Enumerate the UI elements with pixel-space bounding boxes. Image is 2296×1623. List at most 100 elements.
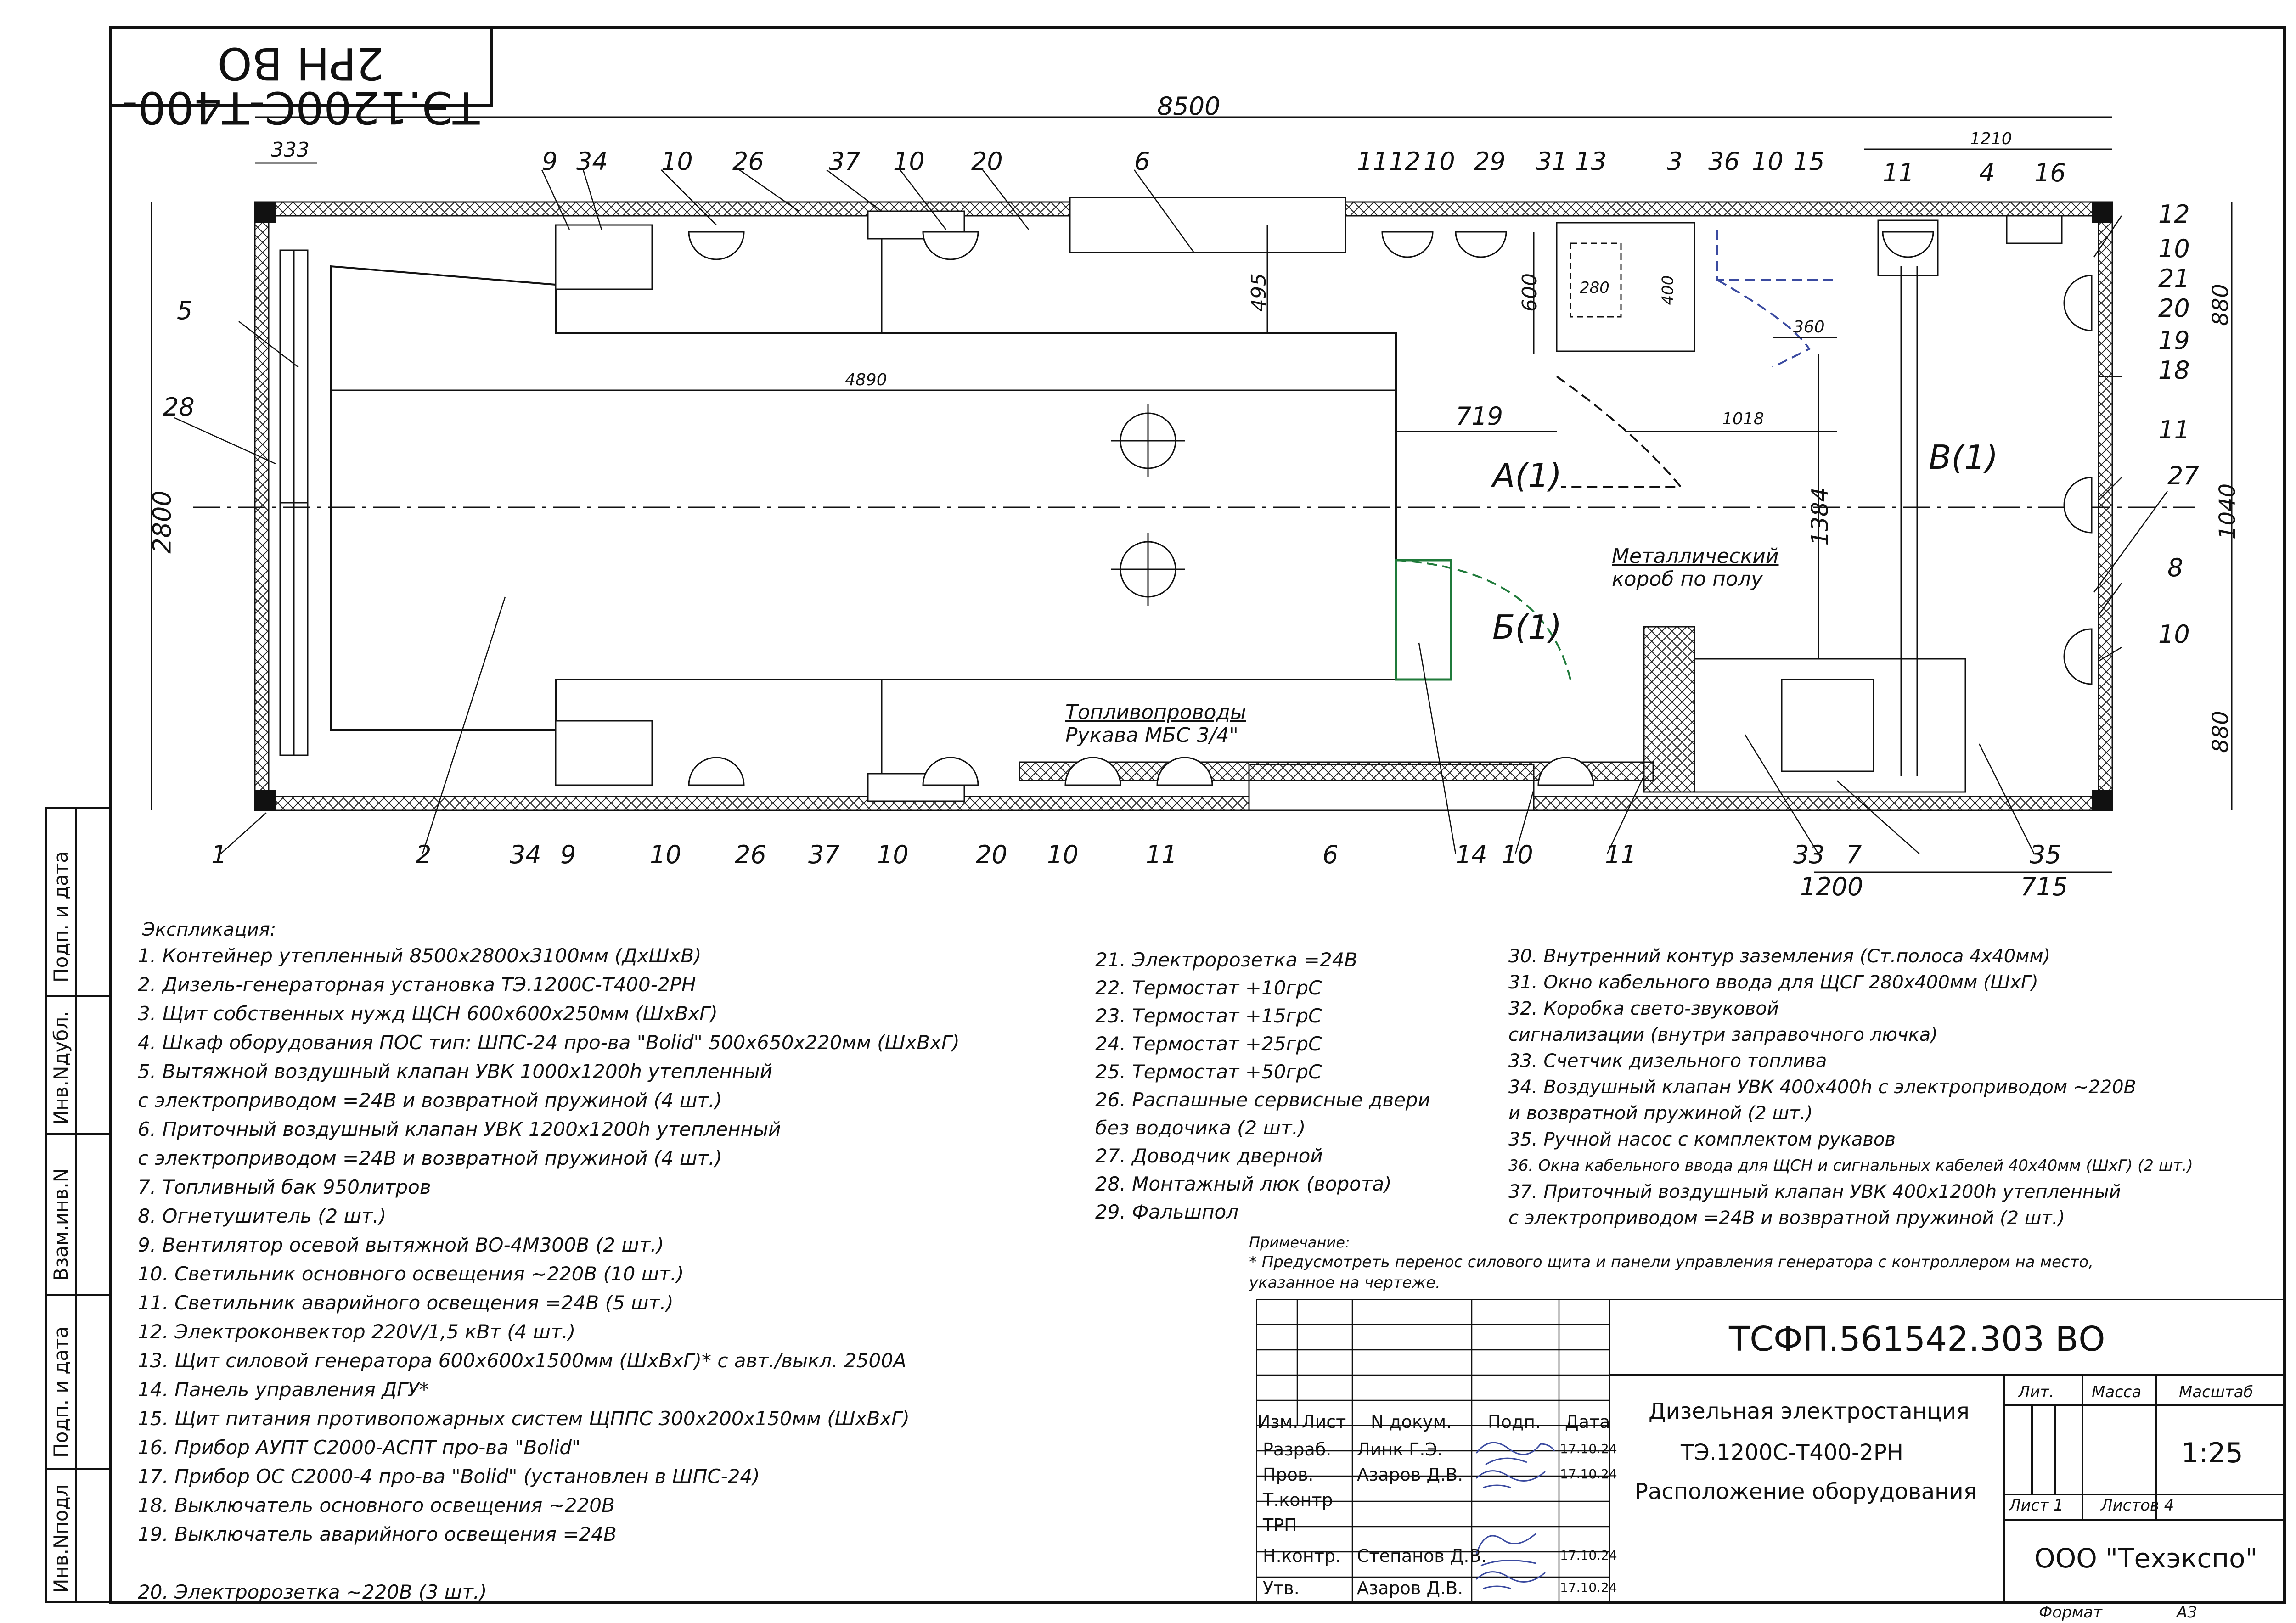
fuel-note-line2: Рукава МБС 3/4": [1065, 724, 1238, 747]
sheets-total: Листов 4: [2101, 1496, 2174, 1515]
cable-window: [1570, 242, 1622, 318]
leader-lines: [174, 169, 2168, 854]
leader-bottom-1: 1: [211, 840, 227, 869]
dim-1210: 1210: [1970, 129, 2012, 148]
expl-item: 9. Вентилятор осевой вытяжной ВО-4М300В …: [138, 1234, 664, 1256]
leader-bottom-37: 37: [808, 840, 840, 869]
view-v: В(1): [1929, 438, 1998, 477]
leader-bottom-10a: 10: [650, 840, 681, 869]
leader-bottom-11a: 11: [1146, 840, 1177, 869]
dim-1384: 1384: [1806, 487, 1834, 546]
explication-col3: 30. Внутренний контур заземления (Ст.пол…: [1508, 943, 2193, 1231]
leader-bottom-26: 26: [735, 840, 766, 869]
expl-item: 31. Окно кабельного ввода для ЩСГ 280х40…: [1508, 972, 2038, 993]
expl-item: с электроприводом =24В и возвратной пруж…: [1508, 1207, 2065, 1229]
expl-item: 3. Щит собственных нужд ЩСН 600х600х250м…: [138, 1002, 718, 1025]
expl-item: 10. Светильник основного освещения ~220В…: [138, 1263, 684, 1285]
note-title: Примечание:: [1249, 1234, 1350, 1251]
side-podp-data-2: Подп. и дата: [50, 1326, 72, 1458]
leader-top-10c: 10: [1424, 147, 1455, 176]
doc-name-line2: ТЭ.1200С-Т400-2РН: [1681, 1440, 1903, 1466]
expl-item: 7. Топливный бак 950литров: [138, 1176, 431, 1198]
signatures: [1475, 1442, 1555, 1589]
leader-left-28: 28: [163, 393, 195, 421]
expl-item: 11. Светильник аварийного освещения =24В…: [138, 1292, 674, 1314]
leader-top-36: 36: [1708, 147, 1740, 176]
expl-item: сигнализации (внутри заправочного лючка): [1508, 1024, 1938, 1045]
stamp-box: [109, 26, 493, 107]
expl-item: 2. Дизель-генераторная установка ТЭ.1200…: [138, 973, 696, 996]
leader-right-10b: 10: [2158, 620, 2190, 649]
leader-top-26: 26: [732, 147, 764, 176]
side-stamp: [45, 807, 111, 1603]
expl-item: 12. Электроконвектор 220V/1,5 кВт (4 шт.…: [138, 1320, 576, 1343]
expl-item: 22. Термостат +10грС: [1095, 977, 1322, 999]
leader-bottom-11b: 11: [1605, 840, 1637, 869]
side-vzam: Взам.инв.N: [50, 1168, 72, 1281]
leader-bottom-14: 14: [1456, 840, 1487, 869]
expl-item: 37. Приточный воздушный клапан УВК 400х1…: [1508, 1181, 2121, 1202]
hdr-izm: Изм.: [1257, 1412, 1299, 1432]
expl-item: с электроприводом =24В и возвратной пруж…: [138, 1147, 722, 1169]
role-nkontr: Н.контр.: [1263, 1546, 1341, 1566]
expl-item: 16. Прибор АУПТ С2000-АСПТ про-ва "Bolid…: [138, 1436, 581, 1459]
expl-item: 14. Панель управления ДГУ*: [138, 1378, 429, 1401]
doc-name-line1: Дизельная электростанция: [1649, 1398, 1970, 1424]
leader-top-4: 4: [1979, 158, 1995, 187]
leader-right-20: 20: [2158, 294, 2190, 323]
leader-right-8: 8: [2167, 553, 2183, 582]
side-inv-podl: Инв.Nподл: [50, 1484, 72, 1593]
explication-col1: 1. Контейнер утепленный 8500х2800х3100мм…: [138, 941, 960, 1606]
explication-title: Экспликация:: [142, 919, 276, 940]
expl-item: 28. Монтажный люк (ворота): [1095, 1173, 1392, 1195]
expl-item: 34. Воздушный клапан УВК 400х400h с элек…: [1508, 1077, 2137, 1098]
dim-2800: 2800: [147, 490, 177, 554]
dim-719: 719: [1456, 402, 1503, 431]
dim-overall-length: 8500: [1157, 92, 1221, 121]
expl-item: и возвратной пружиной (2 шт.): [1508, 1103, 1813, 1124]
explication-col2: 21. Электророзетка =24В 22. Термостат +1…: [1095, 946, 1430, 1226]
dim-880-bottom: 880: [2207, 711, 2234, 753]
dim-4890: 4890: [845, 371, 887, 389]
name-razrab: Линк Г.Э.: [1357, 1439, 1443, 1460]
expl-item: 25. Термостат +50грС: [1095, 1061, 1322, 1083]
expl-item: 19. Выключатель аварийного освещения =24…: [138, 1523, 617, 1545]
leader-top-31: 31: [1536, 147, 1568, 176]
leader-bottom-10d: 10: [1502, 840, 1533, 869]
leader-right-18: 18: [2158, 356, 2190, 385]
dim-1200: 1200: [1800, 872, 1863, 901]
dim-1040: 1040: [2215, 483, 2241, 540]
expl-item: 33. Счетчик дизельного топлива: [1508, 1050, 1827, 1072]
leader-top-9: 9: [542, 147, 558, 176]
leader-bottom-33: 33: [1793, 840, 1825, 869]
dim-333: 333: [271, 138, 310, 162]
dim-280: 280: [1580, 279, 1609, 297]
expl-item: 27. Доводчик дверной: [1095, 1145, 1323, 1167]
expl-item: 32. Коробка свето-звуковой: [1508, 998, 1779, 1019]
expl-item: 8. Огнетушитель (2 шт.): [138, 1205, 387, 1227]
hdr-podp: Подп.: [1488, 1412, 1541, 1432]
leader-right-11: 11: [2158, 416, 2190, 444]
expl-item: 13. Щит силовой генератора 600х600х1500м…: [138, 1349, 906, 1372]
leader-right-12: 12: [2158, 200, 2190, 229]
genset-outline: [330, 265, 1397, 731]
fuel-note-line1: Топливопроводы: [1065, 701, 1246, 724]
leader-top-29: 29: [1474, 147, 1506, 176]
scale-label: Масштаб: [2179, 1383, 2253, 1401]
expl-item: 30. Внутренний контур заземления (Ст.пол…: [1508, 946, 2051, 967]
dim-360: 360: [1793, 318, 1825, 337]
dimension-lines: [151, 116, 2233, 873]
leader-top-12: 12: [1389, 147, 1421, 176]
leader-top-34: 34: [576, 147, 608, 176]
doc-name-line3: Расположение оборудования: [1635, 1479, 1977, 1505]
expl-item: с электроприводом =24В и возвратной пруж…: [138, 1089, 722, 1112]
name-nkontr: Степанов Д.В.: [1357, 1546, 1487, 1566]
exhaust-louvres: [279, 249, 309, 756]
leader-top-11: 11: [1357, 147, 1389, 176]
leader-bottom-34: 34: [510, 840, 541, 869]
dim-495: 495: [1247, 273, 1271, 312]
leader-right-10: 10: [2158, 234, 2190, 263]
role-razrab: Разраб.: [1263, 1439, 1332, 1460]
mass-label: Масса: [2092, 1383, 2142, 1401]
